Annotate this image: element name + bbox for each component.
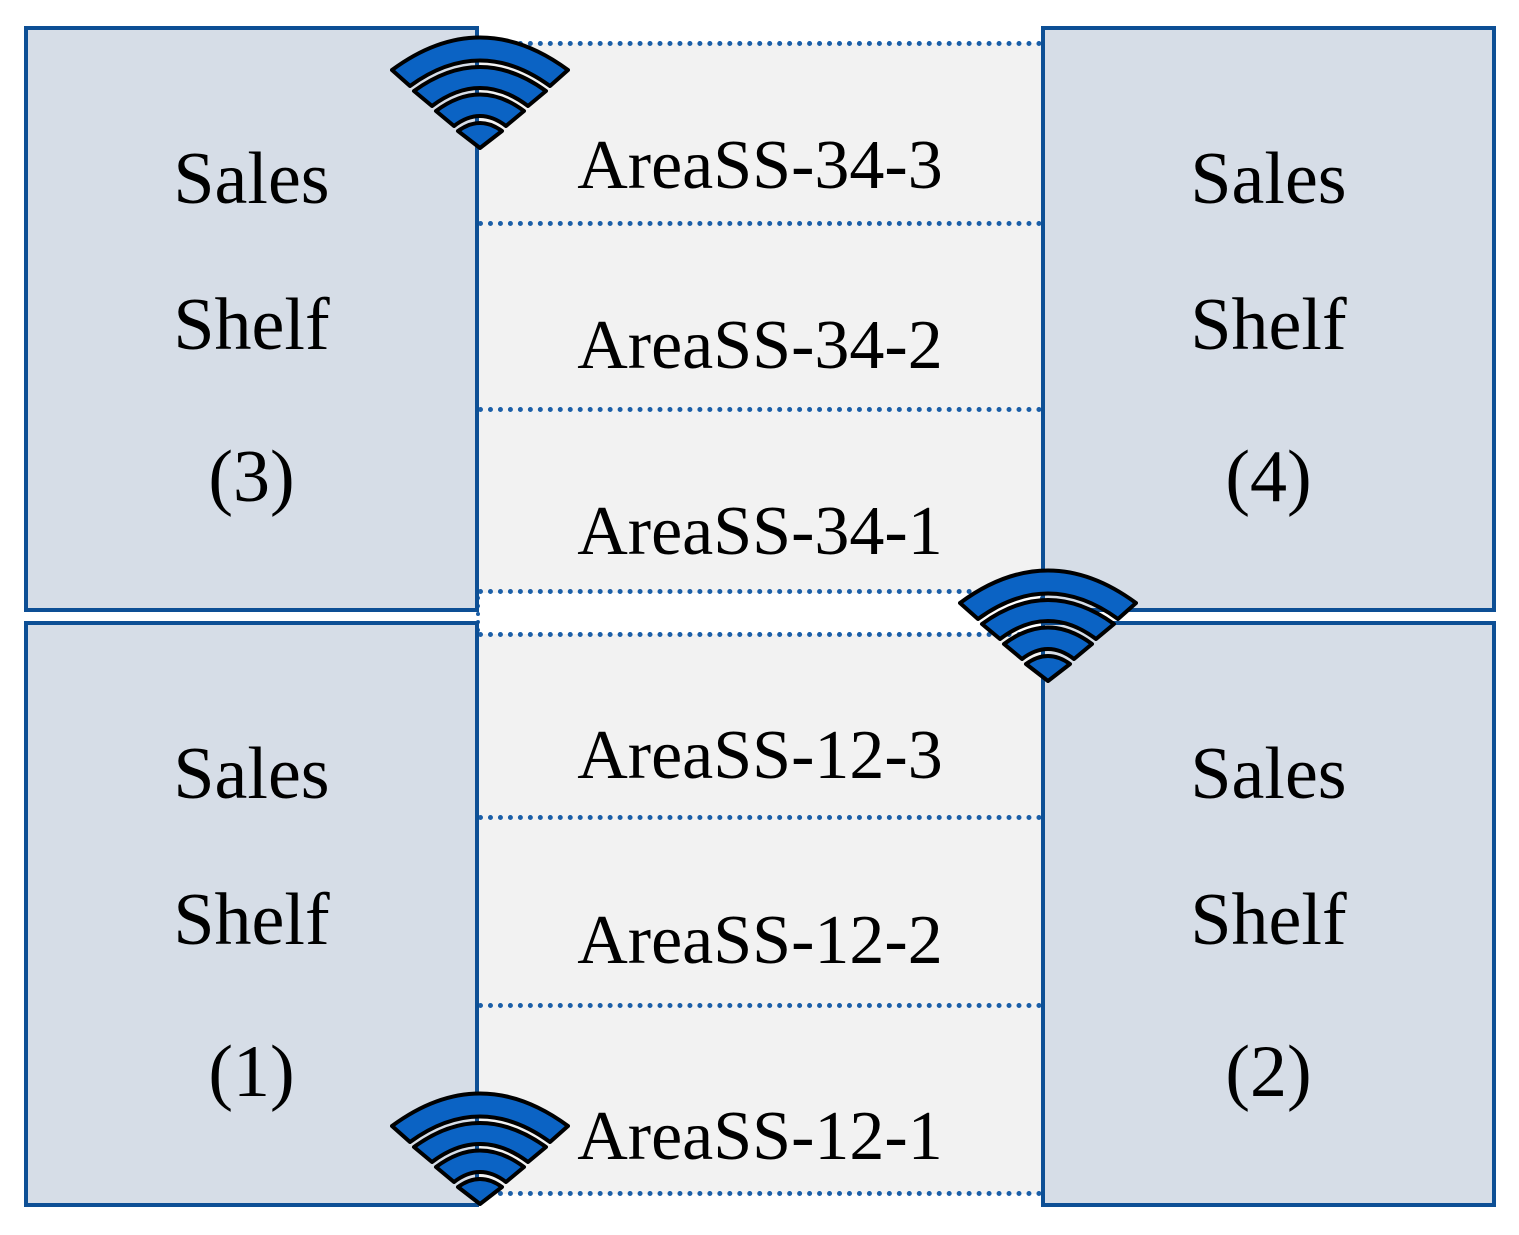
wifi-icon [390,1091,570,1206]
sales-shelf-3: Sales Shelf (3) [24,26,479,612]
shelf-label-line1: Sales [173,733,330,815]
area-label: AreaSS-12-1 [577,1098,943,1175]
area-row-34-3: AreaSS-34-3 [478,41,1042,221]
shelf-label-line1: Sales [1190,138,1347,220]
shelf-label-number: (1) [208,1031,295,1113]
wifi-icon [390,35,570,150]
aisle-bottom [478,634,1042,1194]
area-row-12-1: AreaSS-12-1 [478,1003,1042,1196]
area-label: AreaSS-34-2 [577,307,943,384]
area-row-12-3: AreaSS-12-3 [478,632,1042,815]
area-label: AreaSS-12-3 [577,717,943,794]
area-row-12-2: AreaSS-12-2 [478,815,1042,1003]
shelf-label-line2: Shelf [1190,284,1347,366]
sales-shelf-4: Sales Shelf (4) [1041,26,1496,612]
sales-shelf-1: Sales Shelf (1) [24,621,479,1207]
shelf-label-line2: Shelf [173,284,330,366]
sales-shelf-2: Sales Shelf (2) [1041,621,1496,1207]
area-label: AreaSS-34-1 [577,493,943,570]
aisle-edge-line [476,596,480,632]
aisle-top [478,43,1042,593]
shelf-label-line2: Shelf [1190,879,1347,961]
shelf-label-number: (4) [1225,436,1312,518]
wifi-icon [958,568,1138,683]
area-row-34-2: AreaSS-34-2 [478,221,1042,407]
area-label: AreaSS-12-2 [577,902,943,979]
area-row-34-1: AreaSS-34-1 [478,407,1042,594]
shelf-label-number: (3) [208,436,295,518]
shelf-label-line1: Sales [173,138,330,220]
area-label: AreaSS-34-3 [577,127,943,204]
shelf-label-number: (2) [1225,1031,1312,1113]
shelf-label-line2: Shelf [173,879,330,961]
shelf-label-line1: Sales [1190,733,1347,815]
